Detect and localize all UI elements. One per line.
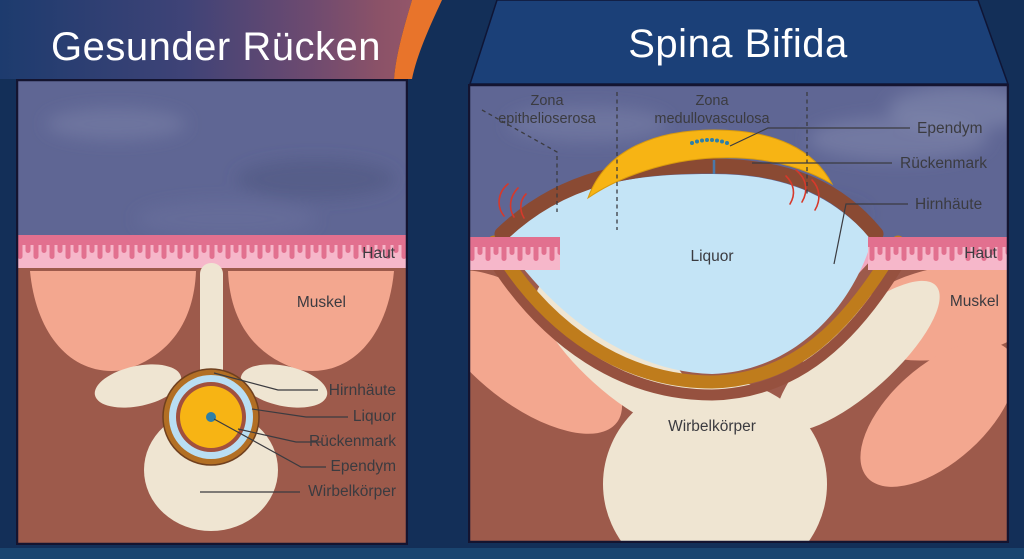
label-zona-medullovasculosa-2: medullovasculosa — [654, 111, 770, 127]
label-wirbelkoerper-left: Wirbelkörper — [308, 483, 396, 500]
muscle-left-lobe — [468, 270, 623, 434]
panel-border-right — [468, 84, 1009, 543]
label-zona-medullovasculosa-1: Zona — [695, 93, 729, 109]
label-muskel-left: Muskel — [297, 294, 346, 311]
label-ependym-left: Ependym — [331, 458, 396, 475]
banner-gradient-shape — [0, 0, 412, 79]
skin-papillae-layer — [16, 235, 408, 261]
label-lines-left-panel — [200, 372, 348, 493]
label-ependym-right: Ependym — [917, 120, 982, 137]
muscle-left-lobe — [30, 271, 196, 371]
right-title-banner: Spina Bifida — [468, 0, 1010, 85]
ependym-dots — [690, 138, 729, 145]
healthy-back-panel: Haut Muskel Hirnhäute Liquor Rückenmark … — [16, 79, 408, 545]
label-wirbelkoerper-right: Wirbelkörper — [668, 418, 756, 435]
title-left: Gesunder Rücken — [51, 25, 381, 69]
bottom-accent-bar — [0, 548, 1024, 559]
panel-border-left — [16, 79, 408, 545]
label-hirnhaeute-right: Hirnhäute — [915, 196, 982, 213]
label-liquor-left: Liquor — [353, 408, 396, 425]
label-haut-right: Haut — [964, 245, 997, 262]
orange-stripe — [394, 0, 442, 79]
label-lines-right-panel — [729, 127, 910, 265]
label-hirnhaeute-left: Hirnhäute — [329, 382, 396, 399]
label-rueckenmark-right: Rückenmark — [900, 155, 987, 172]
ependym-dot — [206, 412, 216, 422]
label-haut-left: Haut — [362, 245, 395, 262]
label-muskel-right: Muskel — [950, 293, 999, 310]
muscle-right-lower-lobe — [860, 341, 1009, 487]
left-title-banner: Gesunder Rücken — [0, 0, 442, 79]
label-liquor-right: Liquor — [690, 248, 733, 265]
label-rueckenmark-left: Rückenmark — [309, 433, 396, 450]
skin-edges — [468, 237, 1009, 270]
liquor-dome — [504, 174, 872, 374]
dura-gold-band — [487, 235, 905, 389]
cloud-texture — [46, 108, 396, 237]
label-zona-epithelioserosa-1: Zona — [530, 93, 564, 109]
zone-dashed-markers — [481, 92, 808, 230]
label-zona-epithelioserosa-2: epithelioserosa — [498, 111, 596, 127]
muscle-right-lobe — [228, 271, 394, 371]
neural-placode — [587, 129, 834, 200]
meninges-arch — [494, 158, 884, 242]
under-meninges-band — [480, 242, 914, 401]
spina-bifida-panel: Zona epithelioserosa Zona medullovasculo… — [468, 84, 1009, 543]
title-right: Spina Bifida — [628, 22, 848, 66]
spinal-canal-rings — [162, 368, 260, 466]
blood-vessels — [498, 169, 820, 219]
